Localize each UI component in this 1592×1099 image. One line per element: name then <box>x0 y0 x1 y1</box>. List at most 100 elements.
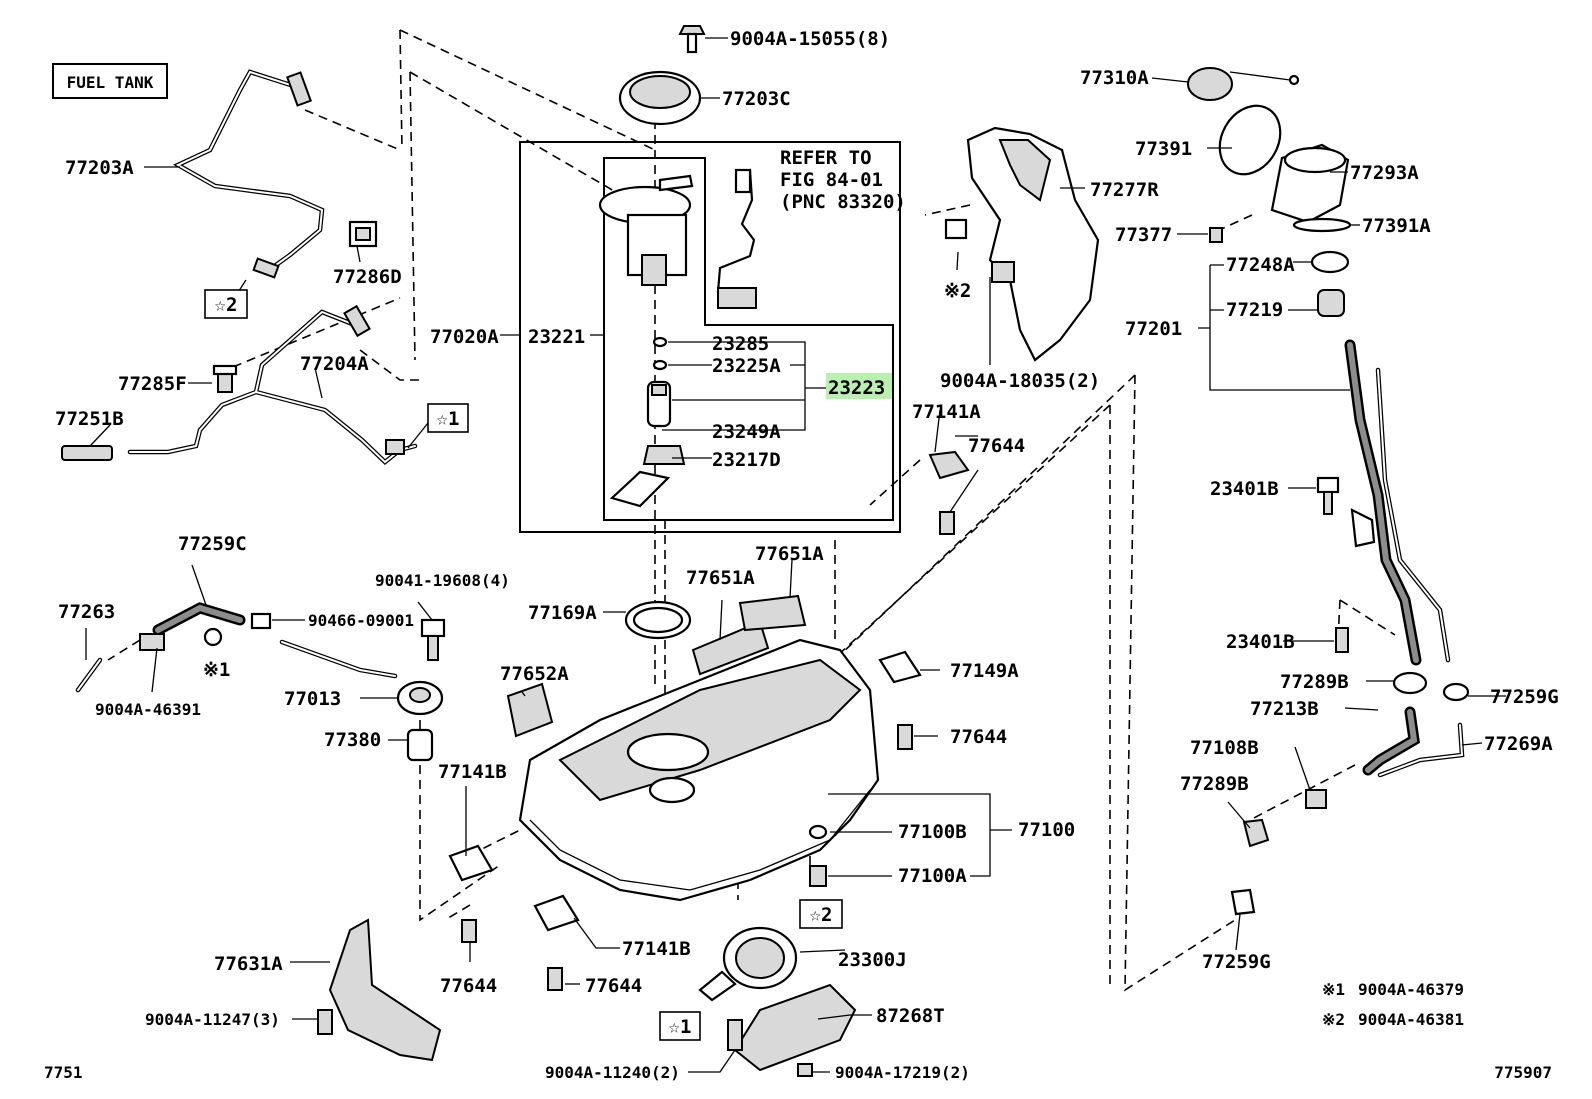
label-77100: 77100 <box>1018 819 1075 841</box>
label-77141B-bottom: 77141B <box>622 938 691 960</box>
protector-87268T-icon <box>733 983 857 1072</box>
label-star1-top: ☆1 <box>437 408 460 430</box>
fuel-pump-assembly-icon <box>598 174 694 286</box>
bolts-77644-icon <box>461 511 955 991</box>
label-23217D: 23217D <box>712 449 781 471</box>
label-77631A: 77631A <box>214 953 283 975</box>
label-77644-left: 77644 <box>440 975 497 997</box>
screw-77377-icon <box>1209 227 1223 243</box>
note1-mark: ※1 <box>1322 980 1345 999</box>
label-9004A-17219: 9004A-17219(2) <box>835 1063 970 1082</box>
nut-9004A-17219-icon <box>797 1063 813 1077</box>
label-77259G-lower: 77259G <box>1202 951 1271 973</box>
bolt-23401B-lower-icon <box>1335 627 1349 653</box>
o-ring-77391A-icon <box>1292 217 1352 233</box>
valve-77219-icon <box>1317 289 1345 317</box>
bracket-77141B-left-icon <box>448 844 494 882</box>
label-90041-19608: 90041-19608(4) <box>375 571 510 590</box>
label-77201: 77201 <box>1125 318 1182 340</box>
label-77652A: 77652A <box>500 663 569 685</box>
bracket-77141B-bottom-icon <box>533 894 580 932</box>
label-77203C: 77203C <box>722 88 791 110</box>
ring-77248A-icon <box>1310 250 1350 274</box>
gasket-ring-77391-icon <box>1218 104 1282 176</box>
callout-labels: 9004A-15055(8) 77203C 77203A 77286D ☆2 7… <box>55 28 1559 1082</box>
label-77644-right: 77644 <box>950 726 1007 748</box>
label-77644-bottom: 77644 <box>585 975 642 997</box>
pad-77651A-left-icon <box>691 620 770 676</box>
bracket-77149A-icon <box>878 650 922 684</box>
label-77259C: 77259C <box>178 533 247 555</box>
reference-notes: ※1 9004A-46379 ※2 9004A-46381 <box>1322 980 1464 1029</box>
hose-77213B-icon <box>1362 706 1420 776</box>
label-77269A: 77269A <box>1484 733 1553 755</box>
label-9004A-18035: 9004A-18035(2) <box>940 370 1100 392</box>
fuel-cap-77310A-icon <box>1187 67 1300 101</box>
note1-part: 9004A-46379 <box>1358 980 1464 999</box>
fuel-pump-motor-icon <box>646 380 672 428</box>
label-77391: 77391 <box>1135 138 1192 160</box>
clip-9004A-46391-icon <box>139 633 165 651</box>
tank-cover-plate-icon <box>618 70 702 126</box>
filler-boot-77293A-icon <box>1270 143 1350 224</box>
label-90466-09001: 90466-09001 <box>308 611 414 630</box>
label-77289B-lower: 77289B <box>1180 773 1249 795</box>
label-77219: 77219 <box>1226 299 1283 321</box>
label-refer-line2: FIG 84-01 <box>780 169 883 191</box>
label-77651A-right: 77651A <box>755 543 824 565</box>
bolt-9004A-11247-icon <box>317 1009 333 1035</box>
label-ref1-left: ※1 <box>203 659 230 681</box>
note2-part: 9004A-46381 <box>1358 1010 1464 1029</box>
valve-77108B-icon <box>1305 789 1327 809</box>
label-77149A: 77149A <box>950 660 1019 682</box>
clamp-77259G-icon <box>1442 682 1470 702</box>
bracket-77141A-icon <box>928 450 970 480</box>
filler-pipe-77201-icon <box>1344 339 1451 666</box>
label-23223: 23223 <box>828 377 885 399</box>
label-77204A: 77204A <box>300 353 369 375</box>
label-23401B-lower: 23401B <box>1226 631 1295 653</box>
label-77377: 77377 <box>1115 224 1172 246</box>
label-9004A-11240: 9004A-11240(2) <box>545 1063 680 1082</box>
grommet-ref1-icon <box>203 627 223 647</box>
label-77277R: 77277R <box>1090 179 1159 201</box>
label-ref2-top: ※2 <box>944 280 971 302</box>
label-77248A: 77248A <box>1226 254 1295 276</box>
footer-right-code: 775907 <box>1494 1063 1552 1082</box>
label-77251B: 77251B <box>55 408 124 430</box>
label-77108B: 77108B <box>1190 737 1259 759</box>
gasket-77169A-icon <box>624 600 692 640</box>
label-star2-bottom: ☆2 <box>810 904 833 926</box>
label-refer-line3: (PNC 83320) <box>780 191 906 213</box>
assembly-frames <box>519 141 901 533</box>
pad-77652A-icon <box>506 682 554 738</box>
label-77203A: 77203A <box>65 157 134 179</box>
label-77259G-upper: 77259G <box>1490 686 1559 708</box>
bolt-9004A-11240-icon <box>727 1019 743 1051</box>
label-77644-top: 77644 <box>968 435 1025 457</box>
bolt-23401B-icon <box>1316 476 1340 515</box>
clamp-77289B-lower-icon <box>1242 818 1270 848</box>
section-title-box: FUEL TANK <box>52 63 168 99</box>
grommet-icon <box>944 218 1015 283</box>
clamp-90466-icon <box>250 612 272 630</box>
fuel-sender-gauge-icon <box>716 168 757 309</box>
label-77169A: 77169A <box>528 602 597 624</box>
pad-77651A-right-icon <box>738 594 807 632</box>
label-refer-line1: REFER TO <box>780 147 872 169</box>
shield-77631A-icon <box>328 918 442 1062</box>
label-77391A: 77391A <box>1362 215 1431 237</box>
label-star2-left: ☆2 <box>215 294 238 316</box>
label-9004A-11247: 9004A-11247(3) <box>145 1010 280 1029</box>
label-23225A: 23225A <box>712 355 781 377</box>
vent-pipe-77203A-icon <box>173 69 325 279</box>
pipe-77013-icon <box>279 639 444 716</box>
label-23285: 23285 <box>712 333 769 355</box>
label-77100A: 77100A <box>898 865 967 887</box>
label-77263: 77263 <box>58 601 115 623</box>
note2-mark: ※2 <box>1322 1010 1345 1029</box>
pump-filter-icon <box>609 445 686 508</box>
label-87268T: 87268T <box>876 1005 945 1027</box>
